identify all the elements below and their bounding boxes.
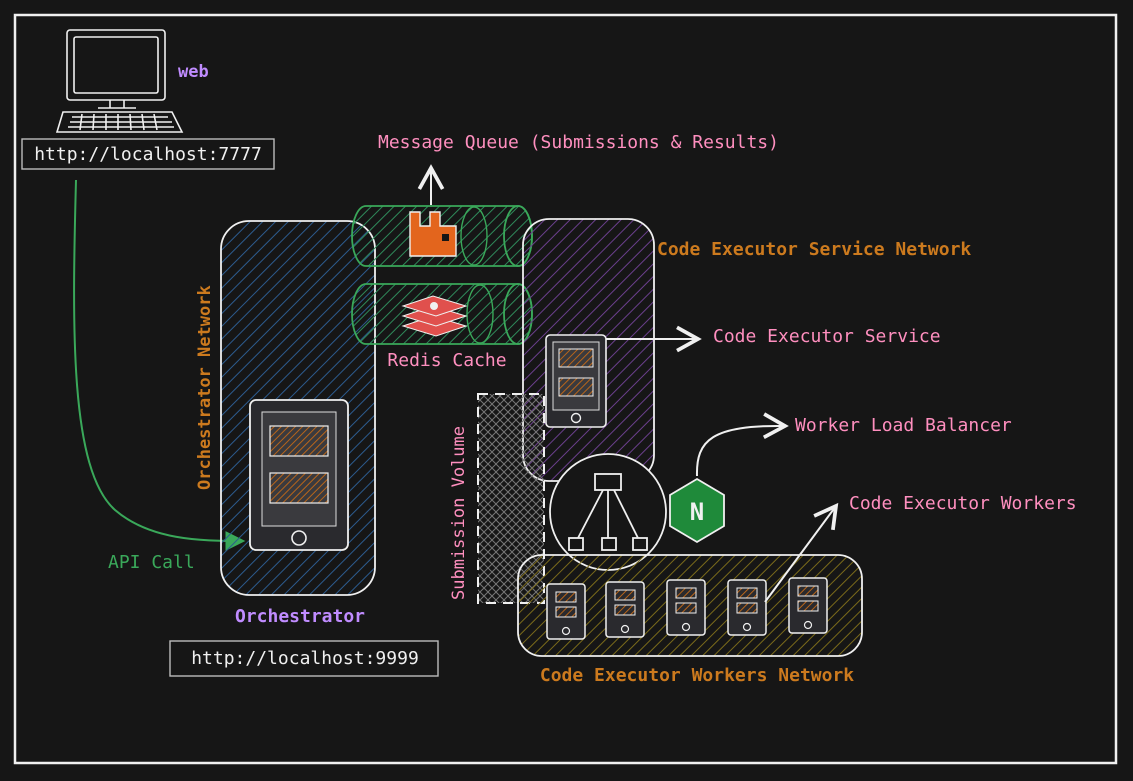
worker-load-balancer-label: Worker Load Balancer [795, 415, 1012, 436]
worker-server-icon [546, 583, 586, 640]
nginx-letter: N [690, 498, 704, 526]
worker-server-icon [666, 579, 706, 636]
orchestrator-label: Orchestrator [235, 606, 365, 627]
submission-volume-label: Submission Volume [449, 426, 469, 600]
api-call-label: API Call [108, 552, 195, 573]
web-url-box [21, 138, 275, 170]
code-executor-service-server-icon [545, 334, 607, 428]
rabbitmq-icon [409, 211, 457, 257]
code-executor-workers-arrow [764, 502, 839, 603]
redis-icon [401, 295, 468, 337]
nginx-icon: N [669, 477, 725, 544]
worker-server-icon [727, 579, 767, 636]
worker-server-icon [605, 581, 645, 638]
orchestrator-server-icon [249, 399, 349, 551]
orchestrator-url-text: http://localhost:9999 [191, 648, 419, 669]
orchestrator-network-label: Orchestrator Network [195, 285, 215, 490]
api-call-arrow [73, 179, 246, 551]
code-executor-service-network-label: Code Executor Service Network [657, 239, 971, 260]
code-executor-workers-network-label: Code Executor Workers Network [540, 665, 854, 686]
worker-server-icon [788, 577, 828, 634]
load-balancer-icon [549, 453, 667, 571]
message-queue-label: Message Queue (Submissions & Results) [378, 132, 779, 153]
code-executor-workers-label: Code Executor Workers [849, 493, 1077, 514]
code-executor-service-label: Code Executor Service [713, 326, 941, 347]
web-label: web [178, 62, 209, 82]
redis-cache-label: Redis Cache [387, 350, 506, 371]
web-url-text: http://localhost:7777 [34, 144, 262, 165]
diagram-frame [13, 13, 1118, 765]
computer-icon [55, 29, 184, 133]
worker-load-balancer-arrow [695, 412, 789, 477]
orchestrator-url-box [169, 640, 439, 677]
